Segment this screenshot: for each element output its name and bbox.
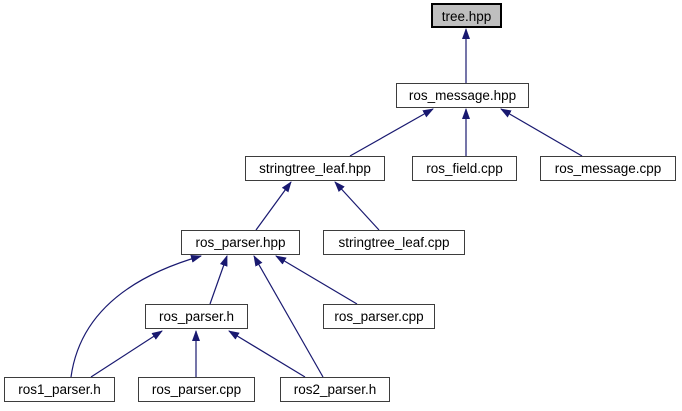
node-ros-parser-cpp[interactable]: ros_parser.cpp <box>323 304 435 329</box>
edge-ros2_parser_h-to-ros_parser_hpp <box>253 255 324 378</box>
edge-ros_parser_h-to-ros_parser_hpp <box>209 255 228 305</box>
node-stringtree-leaf-cpp[interactable]: stringtree_leaf.cpp <box>323 230 465 255</box>
node-ros-message-cpp[interactable]: ros_message.cpp <box>540 156 676 181</box>
node-tree-hpp: tree.hpp <box>431 3 502 28</box>
edge-ros1_parser_h-to-ros_parser_hpp <box>70 254 202 378</box>
edge-ros2_parser_h-to-ros_parser_h <box>228 330 306 378</box>
node-ros1-parser-h[interactable]: ros1_parser.h <box>4 377 115 402</box>
edge-ros_message_cpp-to-ros_message_hpp <box>500 108 583 157</box>
edge-stringtree_leaf_cpp-to-stringtree_leaf_hpp <box>334 181 380 231</box>
edge-stringtree_leaf_hpp-to-ros_message_hpp <box>349 108 434 157</box>
node-ros-field-cpp[interactable]: ros_field.cpp <box>412 156 517 181</box>
edge-ros_parser_hpp-to-stringtree_leaf_hpp <box>255 181 292 231</box>
edge-ros_parser_cpp-to-ros_parser_hpp <box>275 255 358 305</box>
node-ros-parser-cpp-2[interactable]: ros_parser.cpp <box>138 377 255 402</box>
edge-ros1_parser_h-to-ros_parser_h <box>90 330 163 378</box>
node-ros2-parser-h[interactable]: ros2_parser.h <box>280 377 390 402</box>
node-stringtree-leaf-hpp[interactable]: stringtree_leaf.hpp <box>245 156 385 181</box>
node-ros-message-hpp[interactable]: ros_message.hpp <box>396 83 529 108</box>
node-ros-parser-hpp[interactable]: ros_parser.hpp <box>181 230 300 255</box>
node-ros-parser-h[interactable]: ros_parser.h <box>145 304 248 329</box>
